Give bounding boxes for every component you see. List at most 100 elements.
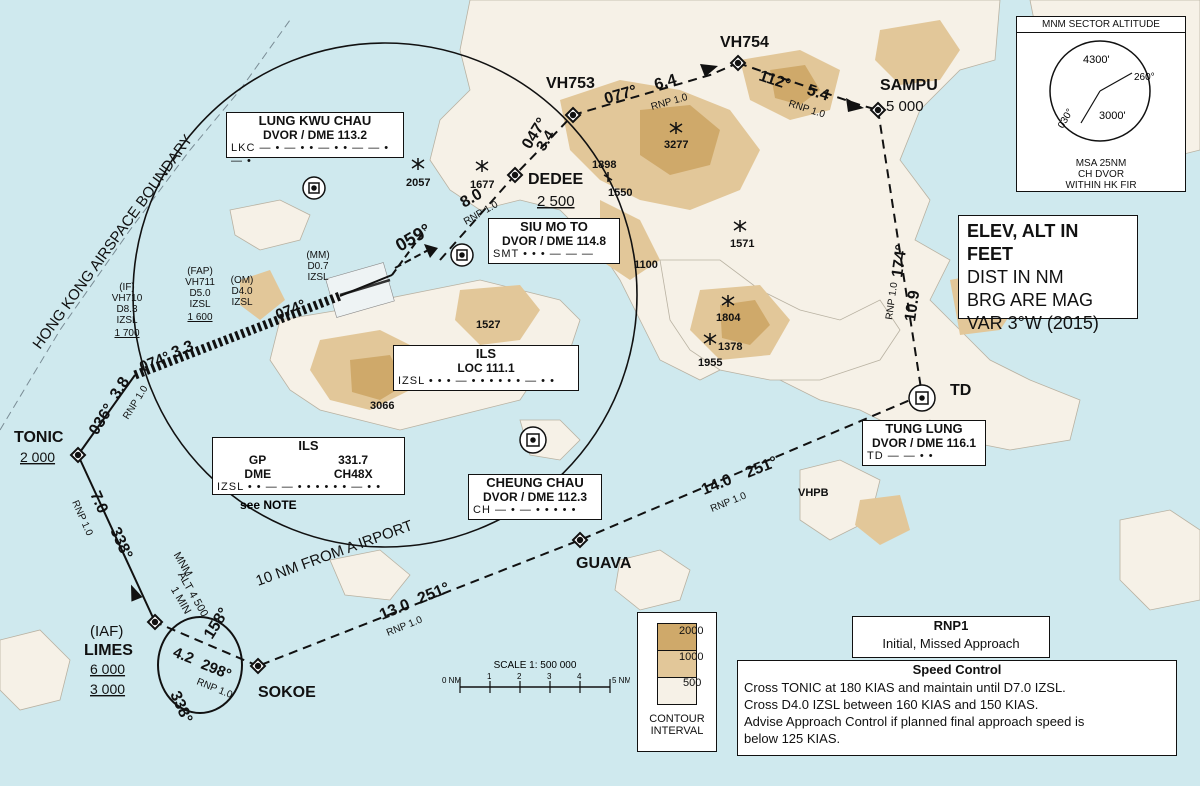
elevation-1955: 1955 bbox=[698, 357, 722, 369]
msa-title: MNM SECTOR ALTITUDE bbox=[1017, 17, 1185, 33]
if-label-1: VH710 bbox=[112, 293, 143, 304]
msa-brg-a: 260° bbox=[1134, 72, 1155, 83]
waypoint-guava: GUAVA bbox=[576, 555, 632, 572]
leg-vh753-vh754-distance: 6.4 bbox=[652, 71, 678, 94]
elevation-1677: 1677 bbox=[470, 179, 494, 191]
elevation-2057: 2057 bbox=[406, 177, 430, 189]
om-label-2: IZSL bbox=[231, 297, 253, 308]
navaid-lkc-frequency: DVOR / DME 113.2 bbox=[262, 128, 368, 142]
navaid-gp-morse: IZSL • • — — • • • • • • — • • bbox=[217, 481, 382, 493]
note-line-3: BRG ARE MAG bbox=[967, 290, 1094, 310]
contour-title-2: INTERVAL bbox=[650, 725, 704, 737]
missed-approach-arrow-line bbox=[391, 229, 433, 276]
route-arrows bbox=[131, 64, 864, 602]
waypoint-labels: VH754 VH753 SAMPU 5 000 DEDEE 2 500 TONI… bbox=[14, 34, 971, 701]
scale-nm0: 0 NM bbox=[442, 676, 461, 685]
ten-nm-ring bbox=[132, 42, 638, 548]
fap-label-3: IZSL bbox=[189, 299, 211, 310]
elevation-1100: 1100 bbox=[634, 259, 658, 271]
see-note-label: see NOTE bbox=[240, 498, 297, 512]
navaid-lkc-box: LUNG KWU CHAU DVOR / DME 113.2 LKC — • —… bbox=[226, 112, 404, 167]
navaid-gp-dme-box: ILS GP 331.7 DME CH48X IZSL • • — — • • … bbox=[212, 437, 405, 495]
dedee-altitude: 2 500 bbox=[537, 193, 575, 210]
rnp-legend-subtitle: Initial, Missed Approach bbox=[882, 636, 1020, 651]
navaid-smt-frequency: DVOR / DME 114.8 bbox=[501, 234, 607, 248]
waypoint-vh754: VH754 bbox=[720, 34, 769, 51]
waypoint-sokoe: SOKOE bbox=[258, 684, 316, 701]
if-label-2: D8.3 bbox=[116, 304, 138, 315]
waypoint-symbols bbox=[69, 54, 887, 675]
msa-footer-2: CH DVOR bbox=[1077, 169, 1125, 180]
speed-line-3: Advise Approach Control if planned final… bbox=[744, 714, 1085, 729]
rnp-legend: RNP1 Initial, Missed Approach bbox=[852, 616, 1050, 658]
leg-vh754-sampu-distance: 5.4 bbox=[805, 82, 832, 105]
scale-bar: SCALE 1: 500 000 0 NM 5 NM 1 2 3 4 bbox=[440, 660, 631, 710]
limes-altitude-1: 6 000 bbox=[90, 661, 125, 677]
navaid-smt-box: SIU MO TO DVOR / DME 114.8 SMT • • • — —… bbox=[488, 218, 620, 264]
speed-line-4: below 125 KIAS. bbox=[744, 731, 841, 746]
waypoint-vh753: VH753 bbox=[546, 75, 595, 92]
elevation-1527: 1527 bbox=[476, 319, 500, 331]
contour-level-2000: 2000 bbox=[679, 625, 704, 637]
fap-label-1: VH711 bbox=[185, 277, 215, 288]
navaid-ils-frequency: LOC 111.1 bbox=[457, 361, 515, 375]
final-approach-course bbox=[133, 291, 342, 380]
navaid-dme-label: DME bbox=[244, 467, 272, 481]
fap-label-4: 1 600 bbox=[187, 312, 212, 323]
tonic-altitude: 2 000 bbox=[20, 449, 55, 465]
waypoint-td: TD bbox=[950, 382, 971, 399]
navaid-ils-title: ILS bbox=[475, 346, 497, 361]
waypoint-limes: LIMES bbox=[84, 642, 133, 659]
sampu-altitude: 5 000 bbox=[886, 98, 924, 115]
msa-panel: MNM SECTOR ALTITUDE 4300' 3000' 260° 030… bbox=[1016, 16, 1186, 192]
if-label-4: 1 700 bbox=[114, 328, 139, 339]
waypoint-sampu: SAMPU bbox=[880, 77, 938, 94]
obstacle-markers bbox=[411, 122, 747, 345]
navaid-td-morse: TD — — • • bbox=[867, 450, 934, 462]
if-label-0: (IF) bbox=[119, 282, 135, 293]
speed-control-title: Speed Control bbox=[912, 662, 1002, 677]
note-line-1: ELEV, ALT IN FEET bbox=[967, 221, 1079, 264]
scale-title: SCALE 1: 500 000 bbox=[493, 660, 577, 671]
navaid-td-frequency: DVOR / DME 116.1 bbox=[871, 436, 977, 450]
contour-title-1: CONTOUR bbox=[649, 713, 705, 725]
msa-footer-3: WITHIN HK FIR bbox=[1065, 180, 1137, 191]
elevation-3066: 3066 bbox=[370, 400, 394, 412]
navaid-ch-frequency: DVOR / DME 112.3 bbox=[482, 490, 588, 504]
elevation-1550: 1550 bbox=[608, 187, 632, 199]
navaid-smt-name: SIU MO TO bbox=[520, 219, 588, 234]
navaid-gp-title: ILS bbox=[298, 438, 319, 453]
scale-tick-2: 2 bbox=[517, 672, 522, 681]
om-label-1: D4.0 bbox=[231, 286, 253, 297]
mm-label-1: D0.7 bbox=[307, 261, 329, 272]
solid-legs bbox=[77, 374, 243, 714]
scale-tick-4: 4 bbox=[577, 672, 582, 681]
navaid-ch-name: CHEUNG CHAU bbox=[486, 475, 584, 490]
navaid-td-box: TUNG LUNG DVOR / DME 116.1 TD — — • • bbox=[862, 420, 986, 466]
navaid-gp-frequency: 331.7 bbox=[338, 453, 369, 467]
navaid-lkc-morse: LKC — • — • • — • • — — • — • bbox=[231, 142, 390, 167]
navaid-ch-box: CHEUNG CHAU DVOR / DME 112.3 CH — • — • … bbox=[468, 474, 602, 520]
scale-nm5: 5 NM bbox=[612, 676, 630, 685]
navaid-smt-morse: SMT • • • — — — bbox=[493, 248, 594, 260]
vor-symbols bbox=[302, 176, 936, 454]
elevation-labels: 2057 1677 1898 1550 3277 1571 1100 1527 … bbox=[370, 139, 754, 412]
limes-iaf-label: (IAF) bbox=[90, 623, 123, 640]
navaid-lkc-name: LUNG KWU CHAU bbox=[258, 113, 372, 128]
if-label-3: IZSL bbox=[116, 315, 138, 326]
speed-line-2: Cross D4.0 IZSL between 160 KIAS and 150… bbox=[744, 697, 1039, 712]
note-line-4: VAR 3°W (2015) bbox=[967, 313, 1099, 333]
missed-approach-path bbox=[339, 274, 393, 297]
fap-label-2: D5.0 bbox=[189, 288, 211, 299]
navaid-dme-channel: CH48X bbox=[333, 467, 373, 481]
units-note-panel: ELEV, ALT IN FEET DIST IN NM BRG ARE MAG… bbox=[958, 215, 1138, 333]
msa-footer-1: MSA 25NM bbox=[1075, 158, 1127, 169]
scale-tick-3: 3 bbox=[547, 672, 552, 681]
msa-brg-b: 030° bbox=[1056, 107, 1076, 130]
elevation-1898: 1898 bbox=[592, 159, 616, 171]
elevation-3277: 3277 bbox=[664, 139, 688, 151]
airspace-boundary-line bbox=[0, 19, 291, 431]
mm-label-0: (MM) bbox=[306, 250, 329, 261]
leg-sampu-td-distance: 10.9 bbox=[902, 289, 923, 322]
